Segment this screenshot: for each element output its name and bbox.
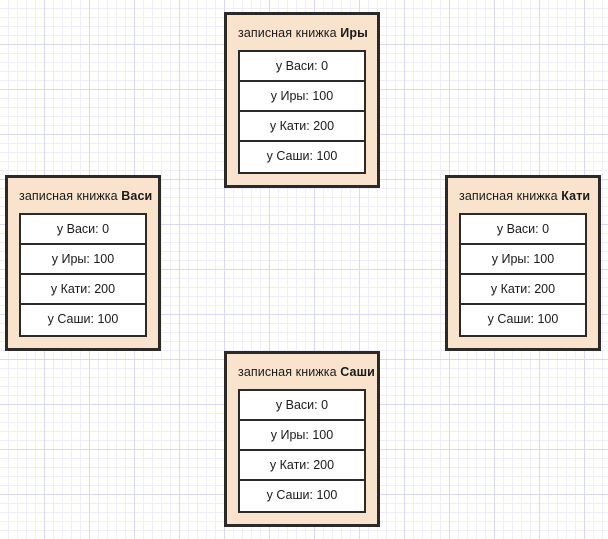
notebook-card-katya[interactable]: записная книжка Кати у Васи: 0 у Иры: 10… <box>445 175 601 351</box>
notebook-title-owner: Саши <box>340 365 375 379</box>
notebook-card-sasha[interactable]: записная книжка Саши у Васи: 0 у Иры: 10… <box>224 351 380 527</box>
notebook-entry: у Кати: 200 <box>240 112 364 142</box>
notebook-entry: у Кати: 200 <box>461 275 585 305</box>
notebook-title-prefix: записная книжка <box>238 26 337 40</box>
notebook-entry: у Иры: 100 <box>240 82 364 112</box>
notebook-entry: у Васи: 0 <box>21 215 145 245</box>
notebook-title: записная книжка Саши <box>238 364 375 380</box>
notebook-entries: у Васи: 0 у Иры: 100 у Кати: 200 у Саши:… <box>238 50 366 174</box>
notebook-entry: у Саши: 100 <box>240 481 364 511</box>
notebook-title: записная книжка Кати <box>459 188 591 204</box>
notebook-entry: у Васи: 0 <box>461 215 585 245</box>
notebook-entries: у Васи: 0 у Иры: 100 у Кати: 200 у Саши:… <box>459 213 587 337</box>
notebook-entry: у Иры: 100 <box>21 245 145 275</box>
notebook-entries: у Васи: 0 у Иры: 100 у Кати: 200 у Саши:… <box>19 213 147 337</box>
notebook-title: записная книжка Иры <box>238 25 368 41</box>
notebook-entry: у Саши: 100 <box>21 305 145 335</box>
notebook-entry: у Васи: 0 <box>240 52 364 82</box>
notebook-title-owner: Иры <box>340 26 368 40</box>
notebook-entry: у Васи: 0 <box>240 391 364 421</box>
notebook-title-prefix: записная книжка <box>459 189 558 203</box>
notebook-title-owner: Васи <box>121 189 153 203</box>
notebook-title-owner: Кати <box>561 189 591 203</box>
notebook-entry: у Иры: 100 <box>461 245 585 275</box>
notebook-title: записная книжка Васи <box>19 188 152 204</box>
notebook-entry: у Кати: 200 <box>240 451 364 481</box>
notebook-title-prefix: записная книжка <box>238 365 337 379</box>
notebook-card-vasya[interactable]: записная книжка Васи у Васи: 0 у Иры: 10… <box>5 175 161 351</box>
notebook-entries: у Васи: 0 у Иры: 100 у Кати: 200 у Саши:… <box>238 389 366 513</box>
notebook-entry: у Саши: 100 <box>240 142 364 172</box>
notebook-card-ira[interactable]: записная книжка Иры у Васи: 0 у Иры: 100… <box>224 12 380 188</box>
notebook-entry: у Саши: 100 <box>461 305 585 335</box>
notebook-entry: у Кати: 200 <box>21 275 145 305</box>
notebook-title-prefix: записная книжка <box>19 189 118 203</box>
notebook-entry: у Иры: 100 <box>240 421 364 451</box>
